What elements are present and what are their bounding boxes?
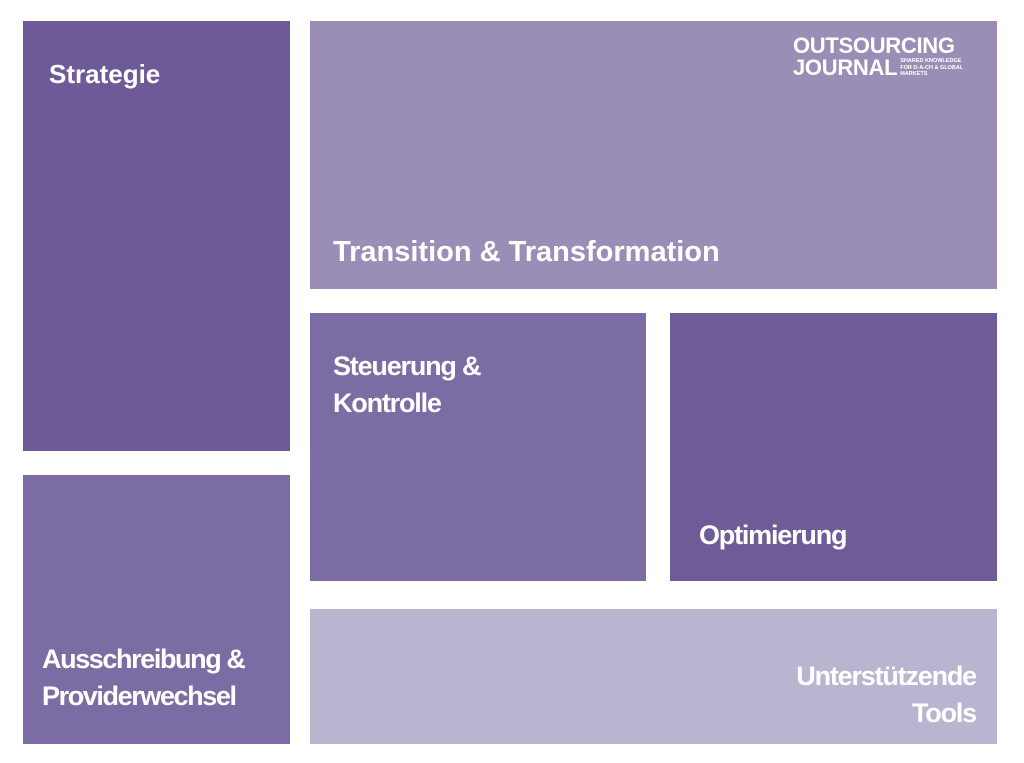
logo-line2: JOURNAL [793,55,898,80]
tile-optimierung-label: Optimierung [699,520,848,550]
logo-tagline-3: MARKETS [900,71,928,78]
logo-tagline-2: FOR D-A-CH & GLOBAL [900,64,964,71]
tile-ausschreibung-label-line2: Providerwechsel [42,681,237,711]
tile-transition-transformation[interactable]: OUTSOURCING JOURNAL SHARED KNOWLEDGE FOR… [310,21,997,289]
tile-tools-label: Unterstützende Tools [796,658,977,732]
tile-tools-label-line1: Unterstützende [796,661,977,691]
tile-unterstuetzende-tools[interactable]: Unterstützende Tools [310,609,997,744]
tile-transition-label: Transition & Transformation [333,236,720,268]
logo-tagline-1: SHARED KNOWLEDGE [900,58,962,65]
tile-ausschreibung-label-line1: Ausschreibung & [42,644,246,674]
tile-tools-label-line2: Tools [912,698,977,728]
tile-strategie[interactable]: Strategie [23,21,290,451]
logo-line1: OUTSOURCING [793,33,955,58]
outsourcing-journal-logo: OUTSOURCING JOURNAL SHARED KNOWLEDGE FOR… [793,35,988,79]
tile-ausschreibung-providerwechsel[interactable]: Ausschreibung & Providerwechsel [23,475,290,744]
tile-steuerung-label-line1: Steuerung & [333,351,482,381]
tile-optimierung[interactable]: Optimierung [670,313,997,581]
tile-strategie-label: Strategie [49,59,161,89]
logo-tagline: SHARED KNOWLEDGE FOR D-A-CH & GLOBAL MAR… [900,58,963,78]
tile-steuerung-kontrolle[interactable]: Steuerung & Kontrolle [310,313,646,581]
tile-ausschreibung-label: Ausschreibung & Providerwechsel [42,641,246,715]
tile-steuerung-label-line2: Kontrolle [333,388,442,418]
tile-steuerung-label: Steuerung & Kontrolle [333,348,482,422]
